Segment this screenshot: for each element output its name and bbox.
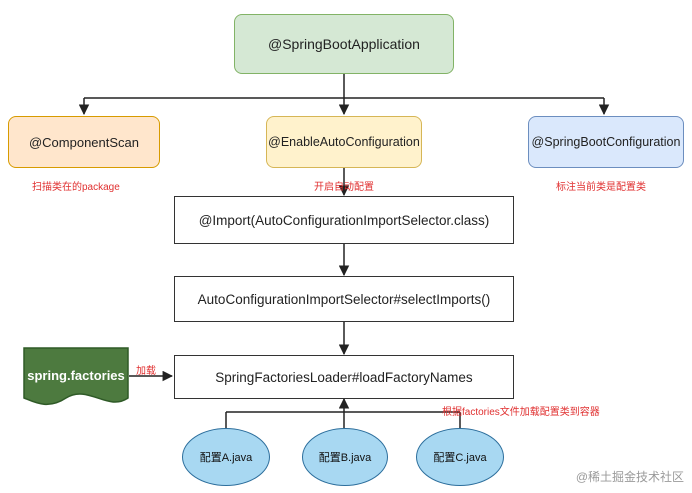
watermark: @稀土掘金技术社区 xyxy=(575,470,684,484)
note-component-scan: 扫描类在的package xyxy=(32,182,120,193)
node-enable-auto-configuration-label: @EnableAutoConfiguration xyxy=(268,135,420,149)
node-java-b: 配置B.java xyxy=(302,428,388,486)
note-enable-auto-configuration: 开启自动配置 xyxy=(314,182,374,193)
node-factories-loader: SpringFactoriesLoader#loadFactoryNames xyxy=(174,355,514,399)
node-spring-boot-application: @SpringBootApplication xyxy=(234,14,454,74)
node-component-scan: @ComponentScan xyxy=(8,116,160,168)
node-selector-label: AutoConfigurationImportSelector#selectIm… xyxy=(197,291,491,307)
node-enable-auto-configuration: @EnableAutoConfiguration xyxy=(266,116,422,168)
note-load: 加载 xyxy=(136,366,156,377)
node-component-scan-label: @ComponentScan xyxy=(28,134,140,150)
note-factories-loader: 根据factories文件加载配置类到容器 xyxy=(442,407,600,418)
node-selector: AutoConfigurationImportSelector#selectIm… xyxy=(174,276,514,322)
node-java-a-label: 配置A.java xyxy=(199,452,253,464)
node-factories-loader-label: SpringFactoriesLoader#loadFactoryNames xyxy=(215,369,473,385)
node-java-c: 配置C.java xyxy=(416,428,504,486)
node-java-a: 配置A.java xyxy=(182,428,270,486)
node-spring-boot-application-label: @SpringBootApplication xyxy=(268,36,420,52)
node-java-b-label: 配置B.java xyxy=(318,452,372,464)
node-import: @Import(AutoConfigurationImportSelector.… xyxy=(174,196,514,244)
note-spring-boot-configuration: 标注当前类是配置类 xyxy=(556,182,646,193)
node-import-label: @Import(AutoConfigurationImportSelector.… xyxy=(198,212,490,228)
node-spring-boot-configuration: @SpringBootConfiguration xyxy=(528,116,684,168)
spring-factories-shape xyxy=(23,347,129,406)
node-spring-boot-configuration-label: @SpringBootConfiguration xyxy=(531,135,681,149)
node-java-c-label: 配置C.java xyxy=(433,452,487,464)
spring-factories-label: spring.factories xyxy=(27,368,125,383)
